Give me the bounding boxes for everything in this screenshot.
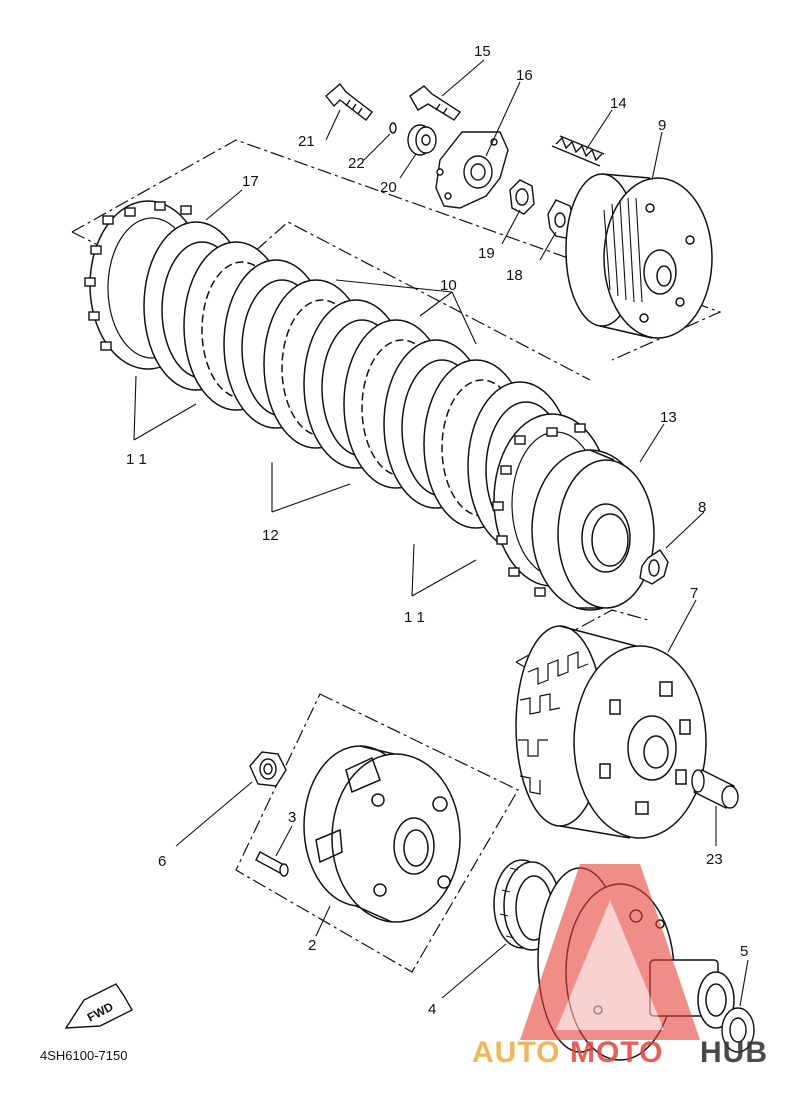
callout-16: 16 (516, 67, 533, 84)
callout-20: 20 (380, 179, 397, 196)
part-6-nut (249, 751, 287, 787)
watermark-text: AUTO MOTO HUB (472, 1036, 768, 1069)
part-14-spring (551, 135, 605, 167)
part-22-pin (389, 122, 397, 134)
callout-14: 14 (610, 95, 627, 112)
watermark-moto: MOTO (570, 1036, 663, 1069)
part-15-bolt (409, 85, 462, 121)
part-2-primary-drive (303, 745, 461, 923)
part-code: 4SH6100-7150 (40, 1048, 127, 1063)
group-outline-primary (235, 693, 519, 973)
part-3-pin (255, 851, 289, 877)
callout-19: 19 (478, 245, 495, 262)
callout-13: 13 (660, 409, 677, 426)
callout-11-upper: 1 1 (126, 451, 147, 468)
callout-labels: 15 16 14 9 21 22 20 17 19 18 10 13 1 1 8… (126, 43, 748, 1018)
callout-4: 4 (428, 1001, 436, 1018)
callout-2: 2 (308, 937, 316, 954)
watermark-auto: AUTO (472, 1036, 560, 1069)
callout-5: 5 (740, 943, 748, 960)
callout-21: 21 (298, 133, 315, 150)
part-19-nut (509, 179, 535, 215)
callout-10: 10 (440, 277, 457, 294)
part-8-circlip (639, 549, 669, 585)
callout-15: 15 (474, 43, 491, 60)
part-20-bearing (407, 124, 437, 156)
watermark-hub: HUB (700, 1036, 768, 1069)
callout-6: 6 (158, 853, 166, 870)
part-21-bolt (325, 82, 373, 121)
callout-3: 3 (288, 809, 296, 826)
callout-17: 17 (242, 173, 259, 190)
part-13-pressure-plate (531, 449, 655, 611)
group-outline-plates (199, 221, 591, 381)
leader-lines (133, 59, 749, 1007)
callout-23: 23 (706, 851, 723, 868)
callout-22: 22 (348, 155, 365, 172)
callout-12: 12 (262, 527, 279, 544)
callout-7: 7 (690, 585, 698, 602)
part-23-collar (691, 769, 739, 809)
callout-18: 18 (506, 267, 523, 284)
callout-9: 9 (658, 117, 666, 134)
watermark-logo-icon (520, 864, 700, 1040)
fwd-arrow: FWD (64, 983, 133, 1029)
part-9-clutch-boss (565, 173, 713, 339)
part-7-clutch-housing (515, 625, 707, 839)
part-16-pressure-plate (435, 131, 509, 209)
callout-11-lower: 1 1 (404, 609, 425, 626)
callout-8: 8 (698, 499, 706, 516)
part-5-washer (721, 1007, 755, 1053)
